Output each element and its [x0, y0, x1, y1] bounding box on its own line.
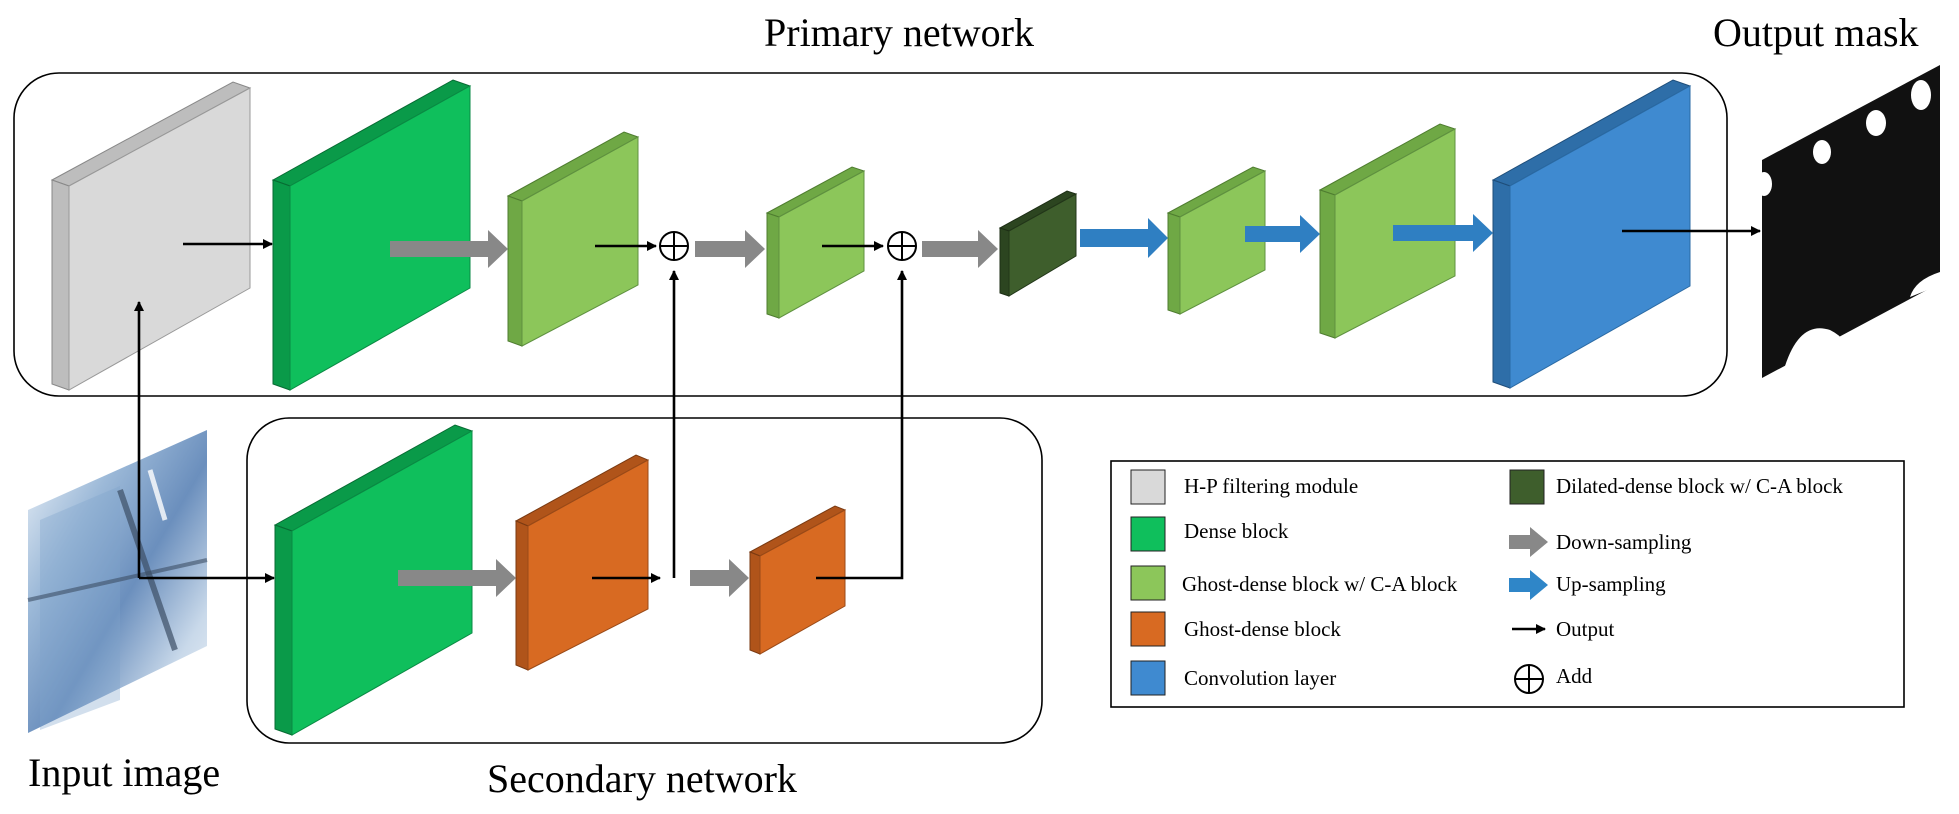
- dense-block-secondary: [273, 424, 474, 736]
- up-sampling-arrow-2: [1245, 215, 1320, 253]
- output-arrow-skip2-up: [816, 270, 907, 580]
- down-sampling-arrow-4: [398, 559, 516, 597]
- ghost-ca-block-2: [765, 166, 866, 319]
- secondary-network-box: [246, 417, 1043, 744]
- primary-network-title: Primary network: [764, 10, 1034, 55]
- output-mask: [1756, 65, 1940, 378]
- add-node-1: [659, 231, 689, 261]
- legend-down-sampling-arrow-icon: [1509, 527, 1548, 557]
- legend-label-conv: Convolution layer: [1184, 666, 1337, 690]
- legend-label-dense: Dense block: [1184, 519, 1289, 543]
- add-node-2: [887, 231, 917, 261]
- legend-add-icon: [1514, 664, 1544, 694]
- ghost-ca-block-3: [1166, 166, 1267, 315]
- dense-block-primary: [271, 79, 472, 391]
- hp-filtering-block: [50, 81, 252, 391]
- legend-up-sampling-arrow-icon: [1509, 570, 1548, 600]
- ghost-dense-block-2: [748, 505, 847, 655]
- legend-label-dilated: Dilated-dense block w/ C-A block: [1556, 474, 1843, 498]
- legend-label-up-sampling: Up-sampling: [1556, 572, 1666, 596]
- up-sampling-arrow-3: [1393, 214, 1493, 252]
- input-image-title: Input image: [28, 750, 221, 795]
- up-sampling-arrow-1: [1080, 218, 1168, 258]
- secondary-network-title: Secondary network: [487, 756, 797, 801]
- legend-swatch-dense: [1130, 516, 1166, 552]
- input-image: [27, 430, 208, 733]
- legend-label-add: Add: [1556, 664, 1593, 688]
- legend-label-ghost: Ghost-dense block: [1184, 617, 1341, 641]
- legend-label-ghost-ca: Ghost-dense block w/ C-A block: [1182, 572, 1458, 596]
- legend-swatch-conv: [1130, 660, 1166, 696]
- legend-swatch-ghost-ca: [1130, 565, 1166, 601]
- down-sampling-arrow-5: [690, 559, 749, 597]
- primary-network-box: [13, 72, 1728, 397]
- output-mask-title: Output mask: [1713, 10, 1919, 55]
- legend-swatch-hp: [1130, 469, 1166, 505]
- legend-box: [1110, 460, 1905, 708]
- dilated-dense-block: [998, 190, 1078, 297]
- legend-label-down-sampling: Down-sampling: [1556, 530, 1692, 554]
- down-sampling-arrow-2: [695, 230, 765, 268]
- convolution-layer-block: [1491, 79, 1692, 389]
- legend-label-output: Output: [1556, 617, 1615, 641]
- ghost-dense-block-1: [514, 454, 650, 671]
- down-sampling-arrow-1: [390, 230, 508, 268]
- legend-swatch-dilated: [1509, 469, 1545, 505]
- legend-swatch-ghost: [1130, 611, 1166, 647]
- ghost-ca-block-4: [1318, 123, 1457, 339]
- legend-label-hp: H-P filtering module: [1184, 474, 1359, 498]
- down-sampling-arrow-3: [922, 230, 998, 268]
- ghost-ca-block-1: [506, 131, 640, 347]
